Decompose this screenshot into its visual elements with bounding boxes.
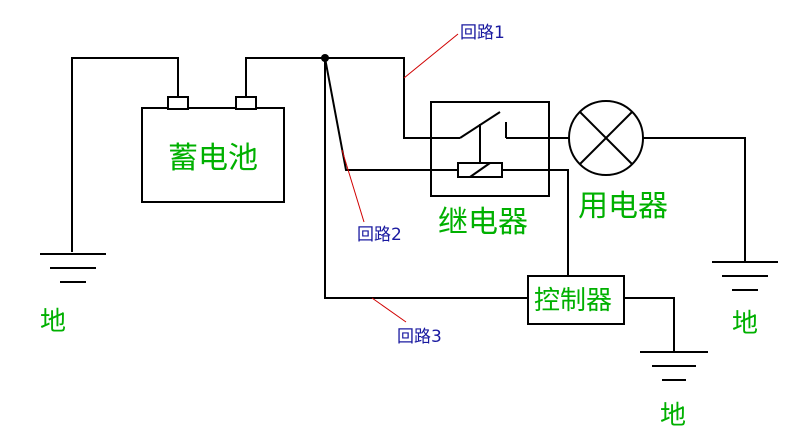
battery-positive-terminal [235, 96, 257, 110]
battery-negative-terminal [167, 96, 189, 110]
loop1-leader [403, 33, 459, 79]
ground-label-middle: 地 [660, 401, 686, 431]
coil-to-controller-wire [502, 169, 569, 276]
loop2-label: 回路2 [357, 225, 402, 245]
loop2-leader [341, 149, 365, 223]
loop1-wire [325, 57, 460, 139]
ground-symbol-right [712, 261, 778, 291]
loop3-leader [371, 297, 407, 323]
loop3-wire [324, 58, 528, 299]
battery-label: 蓄电池 [168, 141, 258, 176]
ground-label-right: 地 [732, 309, 758, 339]
relay-label: 继电器 [438, 205, 528, 240]
loop2-wire [324, 57, 458, 171]
battery: 蓄电池 [141, 96, 285, 203]
ground-label-left: 地 [40, 307, 66, 337]
controller-label: 控制器 [534, 286, 612, 316]
load-lamp: 用电器 [568, 100, 668, 224]
ground-symbol-middle [640, 351, 708, 381]
loop1-label: 回路1 [460, 23, 505, 43]
ground-symbol-left [40, 253, 106, 283]
battery-negative-wire [71, 57, 179, 252]
load-ground-wire [643, 137, 746, 262]
controller: 控制器 [527, 275, 625, 325]
relay: 继电器 [430, 101, 550, 240]
controller-ground-wire [624, 297, 675, 352]
load-label: 用电器 [578, 189, 668, 224]
loop3-label: 回路3 [397, 327, 442, 347]
battery-positive-wire [245, 57, 325, 97]
